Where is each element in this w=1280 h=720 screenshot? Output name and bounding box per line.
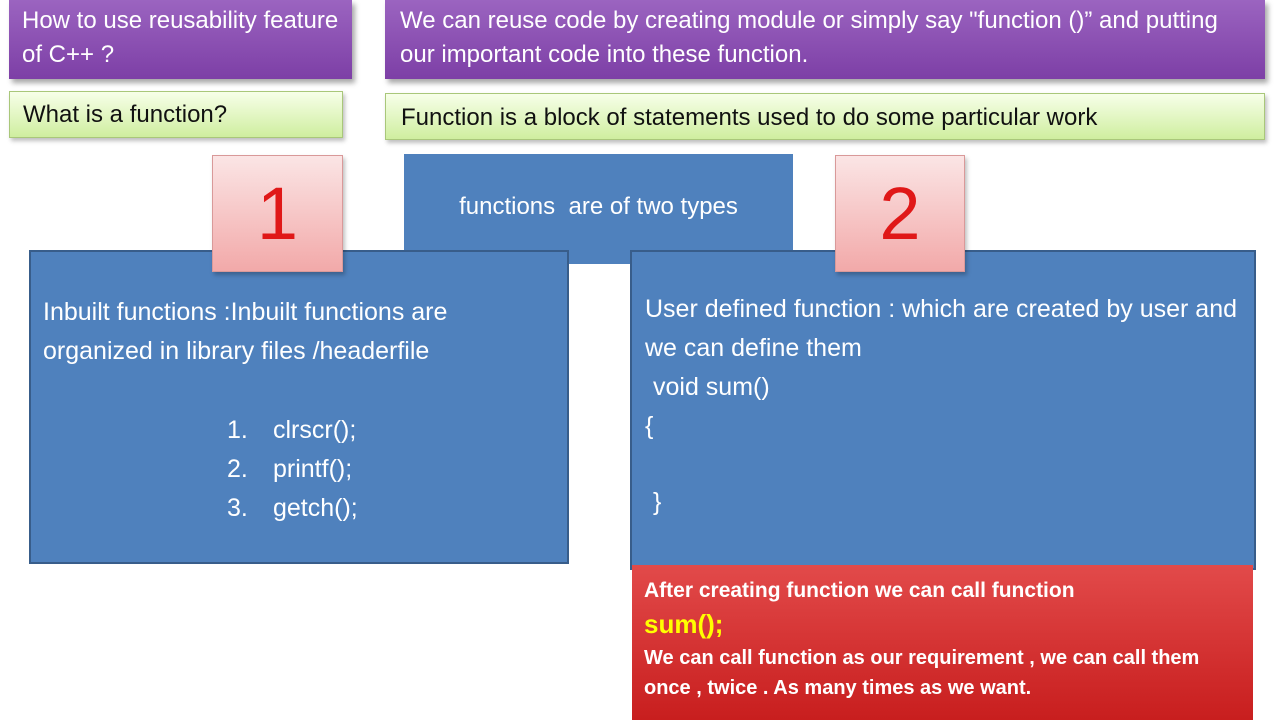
question-reusability-box: How to use reusability feature of C++ ? [9, 0, 352, 79]
list-number: 3. [227, 494, 248, 522]
function-types-title: functions are of two types [459, 193, 738, 220]
answer-reusability-text: We can reuse code by creating module or … [400, 7, 1218, 68]
inbuilt-functions-description: Inbuilt functions :Inbuilt functions are… [43, 298, 448, 365]
inbuilt-function-item: 3. getch(); [227, 489, 555, 528]
badge-inbuilt-number: 1 [212, 155, 343, 272]
inbuilt-functions-list: 1. clrscr(); 2. printf(); 3. getch(); [227, 411, 555, 528]
question-reusability-text: How to use reusability feature of C++ ? [22, 7, 339, 68]
user-defined-functions-box: User defined function : which are create… [630, 250, 1256, 570]
function-call-note-box: After creating function we can call func… [632, 565, 1253, 720]
code-open-brace: { [645, 412, 654, 440]
inbuilt-function-item: 2. printf(); [227, 450, 555, 489]
list-number: 1. [227, 416, 248, 444]
function-types-title-box: functions are of two types [404, 154, 793, 264]
question-function-text: What is a function? [23, 101, 228, 128]
code-signature: void sum() [653, 373, 770, 401]
list-code: clrscr(); [273, 416, 357, 444]
code-close-brace: } [653, 488, 662, 516]
list-code: printf(); [273, 455, 353, 483]
user-defined-description: User defined function : which are create… [645, 295, 1238, 362]
badge-user-defined-number: 2 [835, 155, 965, 272]
question-function-box: What is a function? [9, 91, 343, 138]
list-code: getch(); [273, 494, 358, 522]
call-note-line2: We can call function as our requirement … [644, 647, 1200, 699]
call-note-line1: After creating function we can call func… [644, 579, 1075, 602]
inbuilt-functions-box: Inbuilt functions :Inbuilt functions are… [29, 250, 569, 564]
answer-function-text: Function is a block of statements used t… [401, 104, 1098, 131]
inbuilt-function-item: 1. clrscr(); [227, 411, 555, 450]
call-example-code: sum(); [644, 609, 724, 639]
answer-function-box: Function is a block of statements used t… [385, 93, 1265, 140]
answer-reusability-box: We can reuse code by creating module or … [385, 0, 1265, 79]
list-number: 2. [227, 455, 248, 483]
